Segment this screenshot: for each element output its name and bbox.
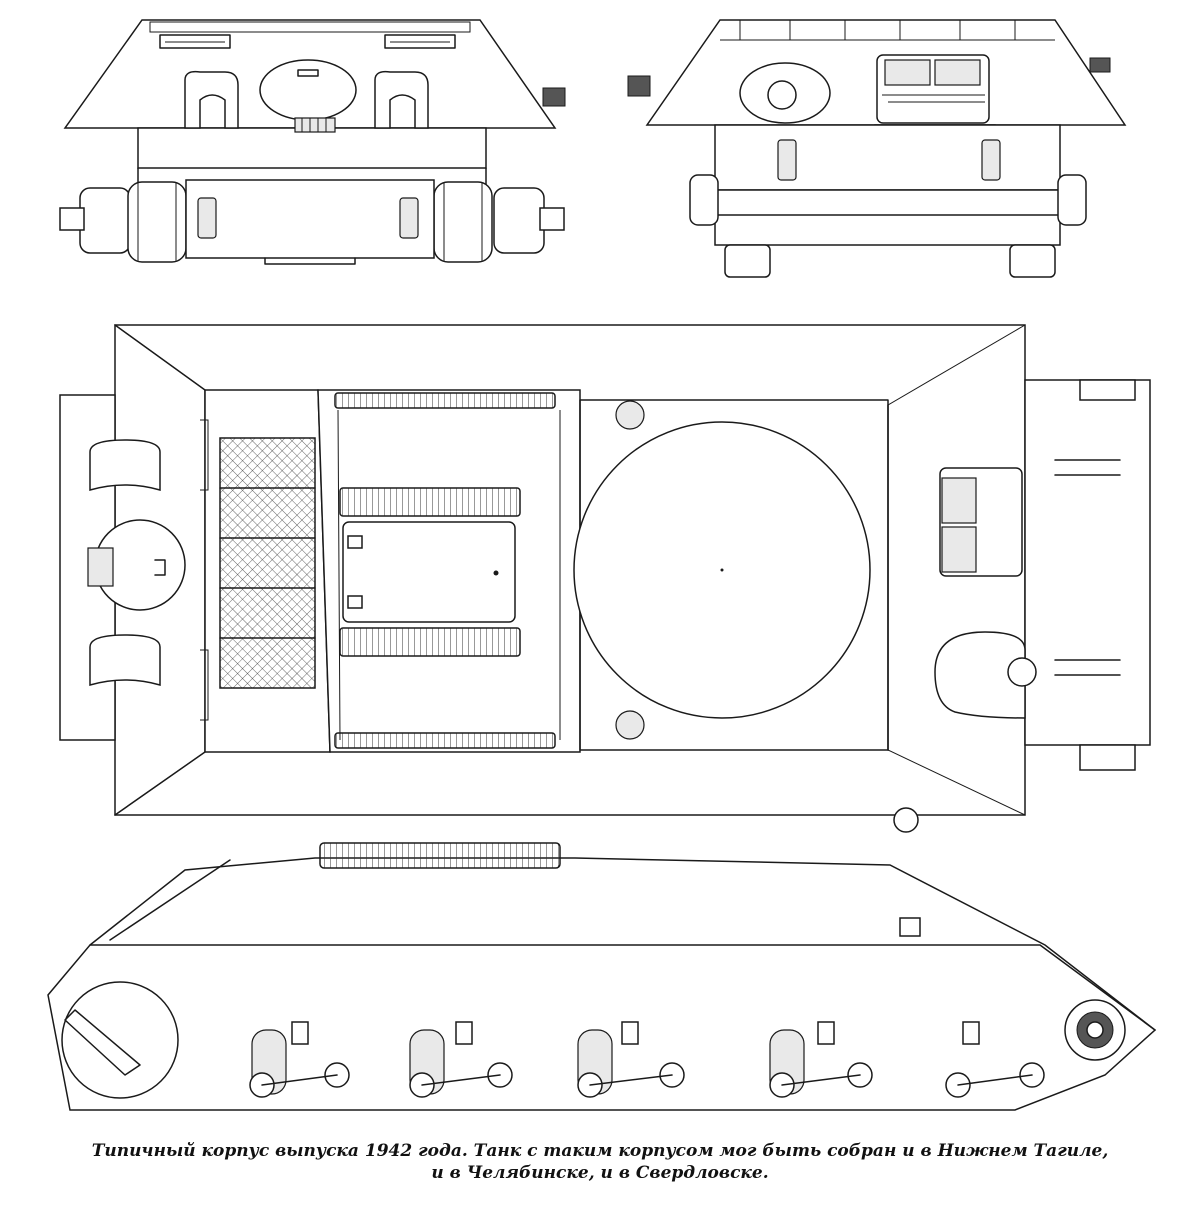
figure-caption: Типичный корпус выпуска 1942 года. Танк … [20,1140,1180,1184]
hatch-hinge [294,117,336,133]
hull-drawing [47,19,1157,1111]
front-right-wheel [433,181,565,263]
idler-wheel [61,981,179,1099]
caption-line-2: и в Челябинске, и в Свердловске. [431,1163,769,1183]
top-view [59,324,1151,833]
caption-line-1: Типичный корпус выпуска 1942 года. Танк … [91,1141,1109,1161]
drive-sprocket [1064,999,1126,1061]
engine-deck [317,389,581,753]
towing-eye-right [374,70,429,129]
front-view [59,19,566,265]
road-wheel-arms [249,1029,1045,1098]
side-louver [319,842,561,869]
side-view [47,842,1157,1111]
engine-access-hatch [342,521,516,623]
towing-eye-left [184,70,239,129]
engine-grille [200,389,331,753]
rear-view [627,19,1127,278]
driver-hatch [259,59,357,121]
fighting-compartment [887,404,1121,833]
shock-mounts [291,1021,980,1045]
turret-ring [573,399,889,751]
front-left-wheel [59,181,187,263]
